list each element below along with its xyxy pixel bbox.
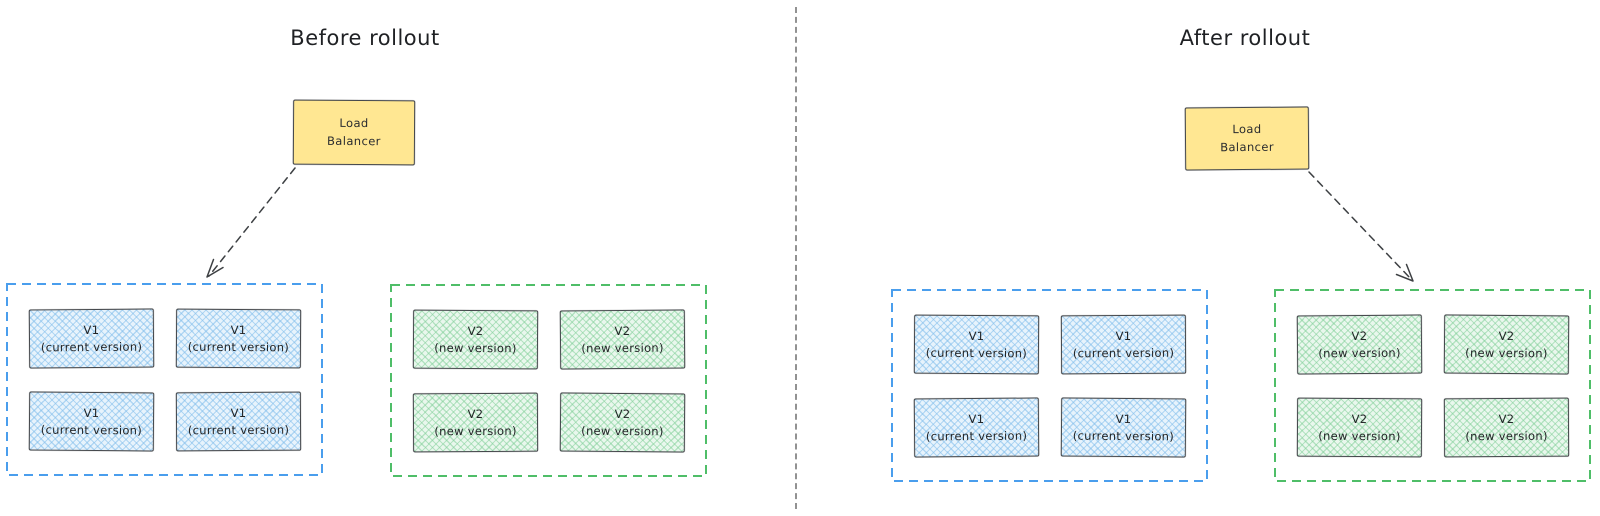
server-node-v2: V2 (new version) bbox=[559, 309, 686, 370]
node-version: V2 bbox=[1351, 411, 1368, 426]
before-rollout-title: Before rollout bbox=[290, 26, 440, 50]
server-node-v1: V1 (current version) bbox=[1060, 314, 1187, 375]
v1-group-after: V1 (current version) V1 (current version… bbox=[891, 289, 1209, 483]
node-version: V2 bbox=[467, 406, 484, 421]
node-version: V2 bbox=[1351, 328, 1368, 343]
panel-divider bbox=[795, 7, 797, 509]
node-label: (new version) bbox=[434, 423, 517, 438]
server-node-v2: V2 (new version) bbox=[1296, 314, 1423, 375]
load-balancer-label-line1: Load bbox=[1232, 122, 1262, 137]
node-version: V1 bbox=[968, 411, 985, 426]
server-node-v2: V2 (new version) bbox=[1443, 397, 1570, 458]
node-label: (current version) bbox=[1072, 428, 1175, 443]
node-label: (current version) bbox=[187, 339, 290, 354]
v2-group-before: V2 (new version) V2 (new version) V2 (ne… bbox=[390, 284, 708, 478]
server-node-v2: V2 (new version) bbox=[412, 392, 539, 453]
node-version: V2 bbox=[614, 323, 631, 338]
server-node-v2: V2 (new version) bbox=[1443, 314, 1570, 375]
server-node-v1: V1 (current version) bbox=[913, 397, 1040, 458]
after-rollout-title: After rollout bbox=[1179, 26, 1311, 50]
node-version: V1 bbox=[968, 328, 985, 343]
server-node-v1: V1 (current version) bbox=[1060, 397, 1187, 458]
node-version: V2 bbox=[1498, 411, 1515, 426]
node-version: V1 bbox=[83, 405, 100, 420]
node-version: V2 bbox=[467, 323, 484, 338]
node-label: (new version) bbox=[1318, 428, 1401, 443]
node-version: V1 bbox=[1115, 411, 1132, 426]
load-balancer-label-line2: Balancer bbox=[1220, 139, 1275, 154]
node-label: (current version) bbox=[925, 345, 1028, 360]
node-label: (current version) bbox=[40, 339, 143, 354]
node-label: (new version) bbox=[581, 423, 664, 438]
node-label: (new version) bbox=[1465, 345, 1548, 360]
server-node-v1: V1 (current version) bbox=[28, 308, 155, 369]
node-label: (new version) bbox=[434, 340, 517, 355]
load-balancer-label-line2: Balancer bbox=[327, 133, 381, 148]
server-node-v1: V1 (current version) bbox=[913, 314, 1040, 375]
node-version: V1 bbox=[230, 405, 247, 420]
server-node-v1: V1 (current version) bbox=[175, 391, 302, 452]
arrow-before-lb-to-v1 bbox=[206, 167, 296, 278]
load-balancer-label-line1: Load bbox=[339, 116, 369, 131]
node-label: (current version) bbox=[1072, 345, 1175, 360]
server-node-v1: V1 (current version) bbox=[28, 391, 155, 452]
node-version: V2 bbox=[614, 406, 631, 421]
v2-group-after: V2 (new version) V2 (new version) V2 (ne… bbox=[1274, 289, 1592, 483]
node-label: (current version) bbox=[40, 422, 143, 437]
node-label: (current version) bbox=[925, 428, 1028, 443]
node-version: V1 bbox=[83, 322, 100, 337]
node-version: V1 bbox=[1115, 328, 1132, 343]
node-version: V1 bbox=[230, 322, 247, 337]
node-version: V2 bbox=[1498, 328, 1515, 343]
load-balancer-box-before: Load Balancer bbox=[292, 99, 416, 166]
node-label: (new version) bbox=[1318, 345, 1401, 360]
node-label: (current version) bbox=[187, 422, 290, 437]
server-node-v2: V2 (new version) bbox=[559, 392, 686, 453]
load-balancer-box-after: Load Balancer bbox=[1184, 106, 1310, 171]
v1-group-before: V1 (current version) V1 (current version… bbox=[6, 283, 324, 477]
server-node-v2: V2 (new version) bbox=[1296, 397, 1423, 458]
server-node-v1: V1 (current version) bbox=[175, 308, 302, 369]
node-label: (new version) bbox=[1465, 428, 1548, 443]
node-label: (new version) bbox=[581, 340, 664, 355]
arrow-after-lb-to-v2 bbox=[1308, 171, 1414, 282]
server-node-v2: V2 (new version) bbox=[412, 309, 539, 370]
